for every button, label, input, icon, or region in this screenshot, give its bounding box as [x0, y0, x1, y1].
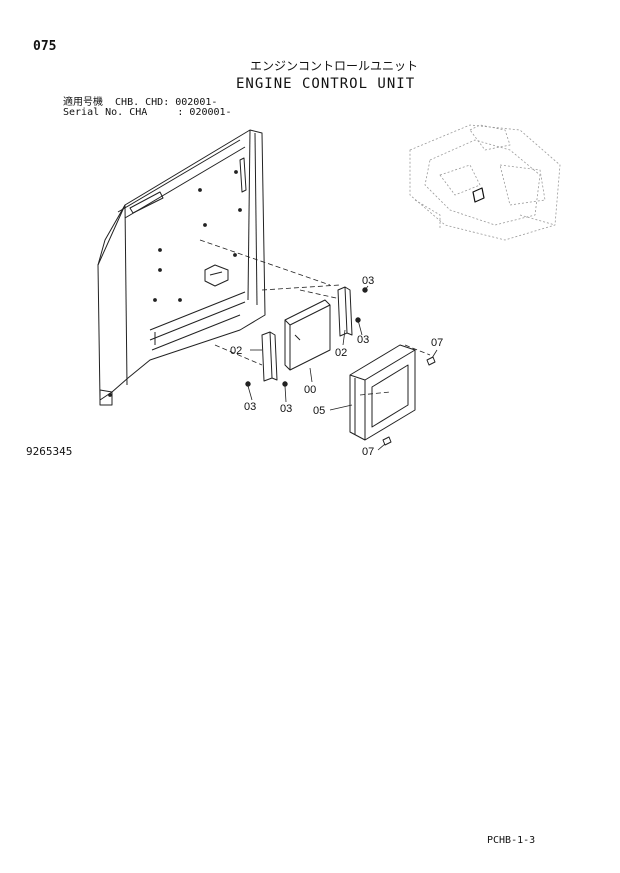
callout-03-lower-left: 03 — [244, 401, 256, 413]
callout-labels: 03 03 02 02 00 03 03 07 05 07 — [230, 275, 443, 458]
page-number: 075 — [33, 39, 57, 54]
title-english: ENGINE CONTROL UNIT — [236, 76, 416, 92]
callout-02-right: 02 — [335, 347, 347, 359]
controller-unit-00 — [284, 299, 331, 371]
callout-07-lower: 07 — [362, 446, 374, 458]
reference-lines — [199, 239, 431, 396]
callout-05: 05 — [313, 405, 325, 417]
callout-03-right: 03 — [357, 334, 369, 346]
title-japanese: エンジンコントロールユニット — [250, 59, 419, 73]
page-code: PCHB-1-3 — [487, 835, 536, 846]
location-inset-sketch — [409, 124, 561, 241]
figure-number: 9265345 — [26, 445, 73, 458]
engine-control-unit-05 — [349, 344, 416, 441]
leader-lines — [247, 285, 438, 451]
callout-03-upper: 03 — [362, 275, 374, 287]
callout-00: 00 — [304, 384, 316, 396]
serial-applicability-line-2: Serial No. CHA : 020001- — [63, 107, 232, 118]
bracket-right — [337, 286, 353, 337]
bracket-left — [261, 331, 278, 382]
callout-03-lower-right: 03 — [280, 403, 292, 415]
callout-07-upper: 07 — [431, 337, 443, 349]
serial-applicability-line-1: 適用号機 CHB. CHD: 002001- — [63, 97, 218, 108]
inset-highlight-marker — [472, 187, 485, 203]
callout-02-left: 02 — [230, 345, 242, 357]
frame-panel — [97, 129, 266, 406]
